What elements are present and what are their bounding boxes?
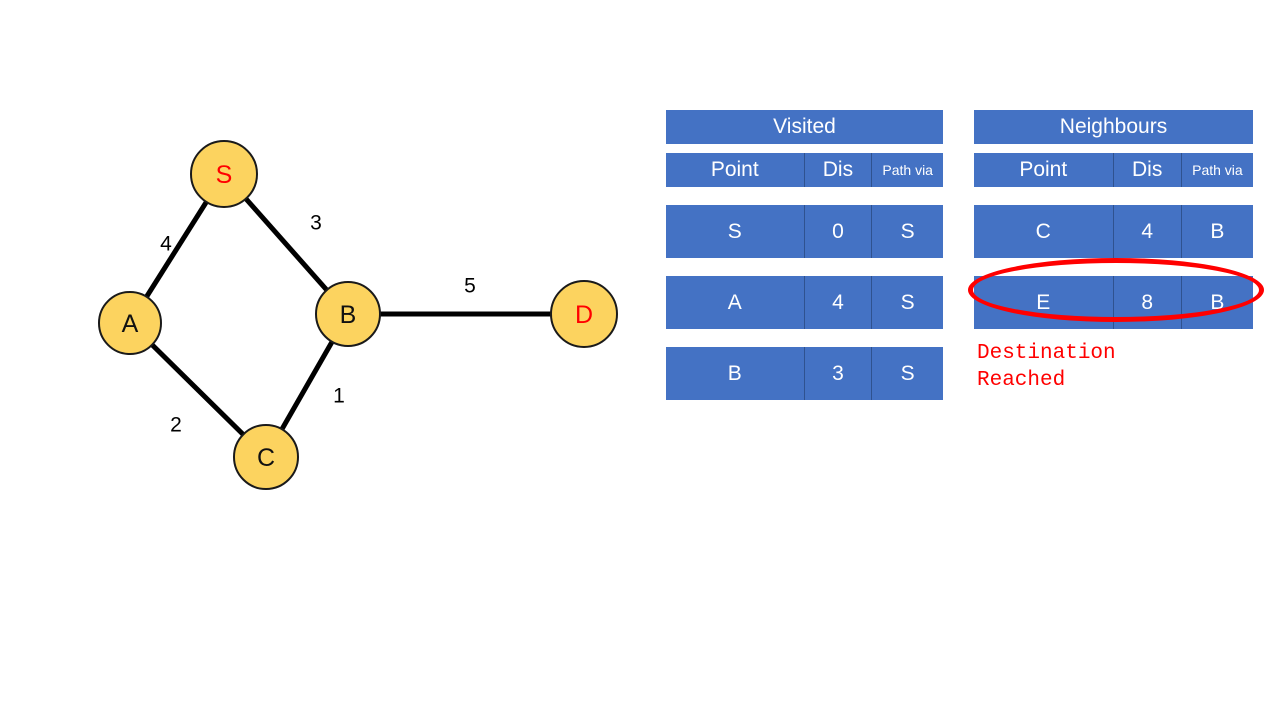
neighbours-header-path-via: Path via <box>1192 162 1243 178</box>
edge-weight-b-d: 5 <box>464 275 476 298</box>
neighbours-cell-dis: 8 <box>1114 276 1182 329</box>
visited-cell-point: B <box>666 347 805 400</box>
node-group: S A B C D <box>98 140 618 490</box>
visited-cell-dis: 0 <box>805 205 873 258</box>
visited-cell-dis: 4 <box>805 276 873 329</box>
neighbours-header-point: Point <box>974 153 1114 187</box>
edge-weight-a-c: 2 <box>170 414 182 437</box>
destination-reached-note: Destination Reached <box>977 342 1116 392</box>
neighbours-table-header-row: Point Dis Path via <box>974 153 1253 187</box>
visited-header-path-via: Path via <box>882 162 933 178</box>
neighbours-cell-via: B <box>1210 219 1225 243</box>
visited-cell-point: A <box>666 276 805 329</box>
edge-weight-c-b: 1 <box>333 385 345 408</box>
visited-cell-dis: 3 <box>805 347 873 400</box>
graph-canvas: S A B C D 4 3 2 1 5 <box>98 140 618 490</box>
visited-cell-via: S <box>900 219 915 243</box>
neighbours-cell-point: C <box>974 205 1114 258</box>
graph-node-a[interactable] <box>98 291 162 355</box>
visited-table-title: Visited <box>666 110 943 144</box>
graph-node-label-b: B <box>340 301 357 329</box>
neighbours-table-title: Neighbours <box>974 110 1253 144</box>
neighbours-cell-dis: 4 <box>1114 205 1182 258</box>
graph-node-c[interactable] <box>233 424 299 490</box>
visited-cell-via: S <box>900 361 915 385</box>
graph-node-s[interactable] <box>190 140 258 208</box>
visited-table-header-row: Point Dis Path via <box>666 153 943 187</box>
visited-header-dis: Dis <box>805 153 873 187</box>
graph-diagram: S A B C D 4 3 2 1 5 <box>0 0 660 560</box>
graph-node-label-s: S <box>216 161 233 189</box>
edge-weight-group: 4 3 2 1 5 <box>160 212 476 437</box>
neighbours-header-dis: Dis <box>1114 153 1182 187</box>
visited-cell-via: S <box>900 290 915 314</box>
graph-node-label-d: D <box>575 301 593 329</box>
graph-node-d[interactable] <box>550 280 618 348</box>
edge-weight-s-a: 4 <box>160 233 172 256</box>
neighbours-cell-point: E <box>974 276 1114 329</box>
graph-node-b[interactable] <box>315 281 381 347</box>
graph-node-label-c: C <box>257 444 275 472</box>
visited-header-point: Point <box>666 153 805 187</box>
edge-weight-s-b: 3 <box>310 212 322 235</box>
visited-cell-point: S <box>666 205 805 258</box>
graph-node-label-a: A <box>122 310 139 338</box>
neighbours-cell-via: B <box>1210 290 1225 314</box>
